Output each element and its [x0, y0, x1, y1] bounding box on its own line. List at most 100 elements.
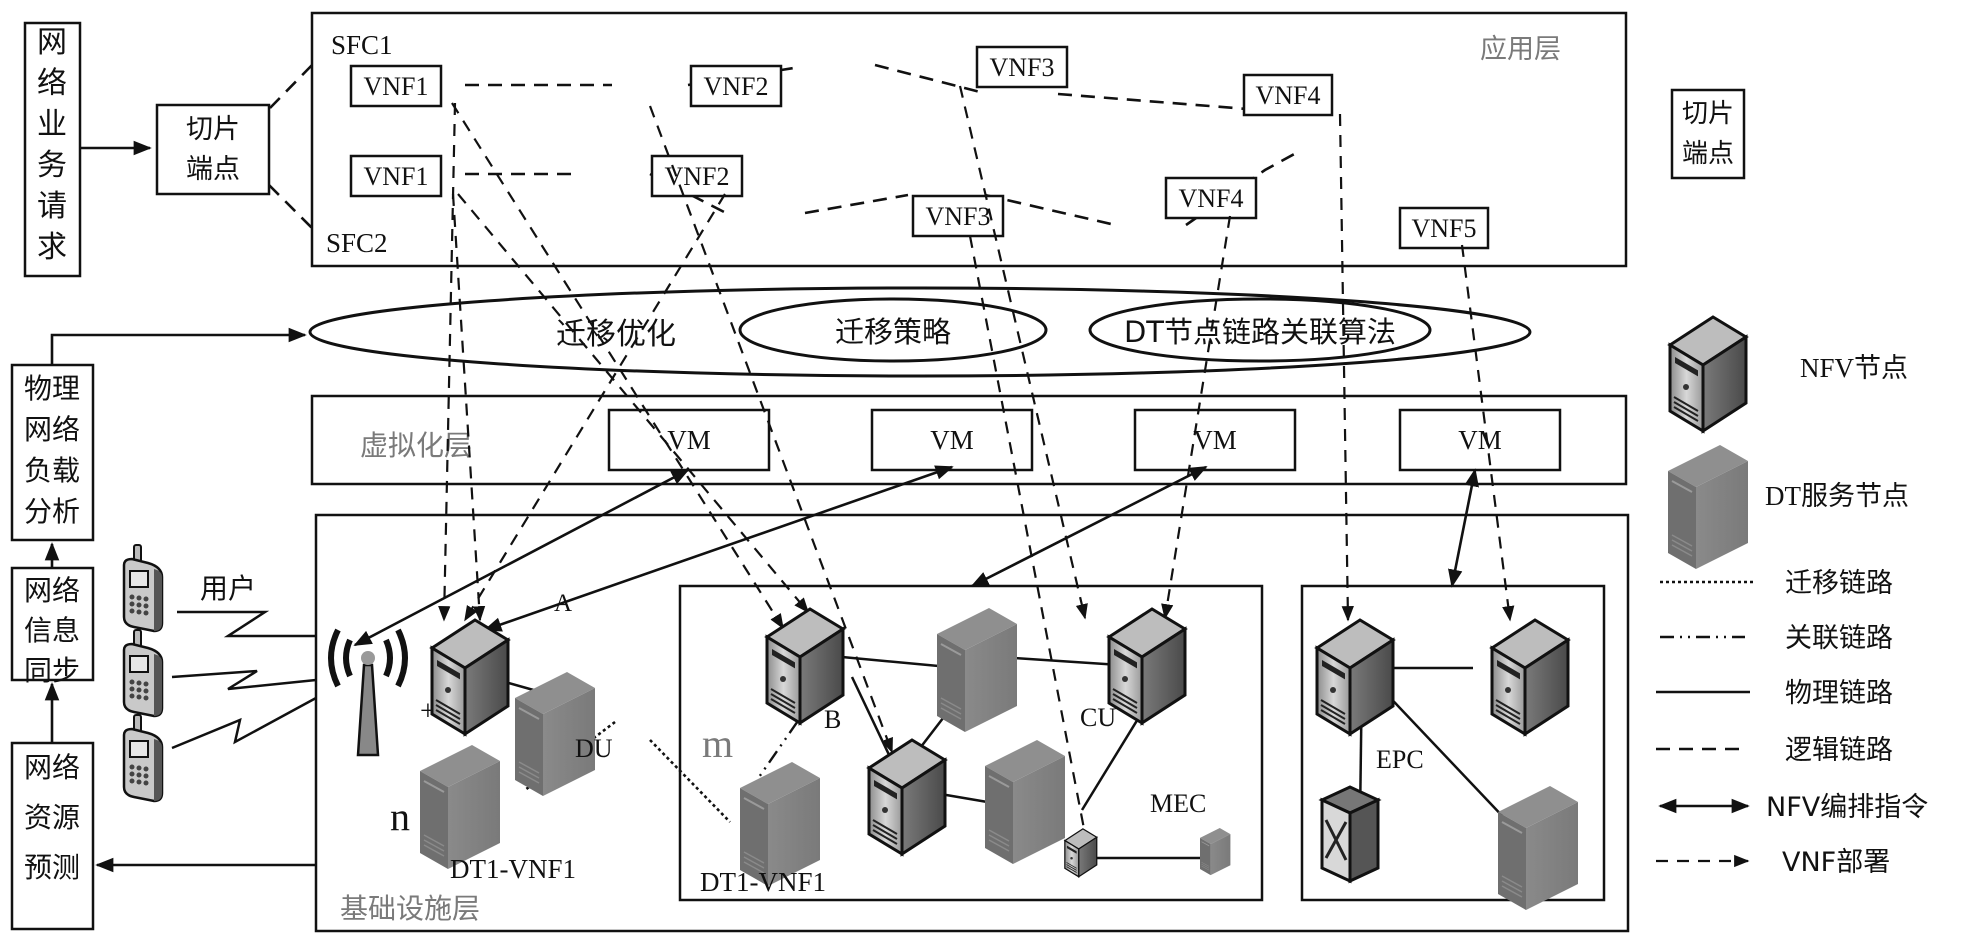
sfc2-vnf-label: VNF5	[1411, 214, 1476, 243]
label-dt-left: DT1-VNF1	[450, 854, 576, 884]
legend-label: 迁移链路	[1785, 568, 1893, 599]
slice-endpoint-right-line1: 切片	[1682, 99, 1734, 129]
sfc1-vnf3[interactable]: VNF3	[975, 45, 1069, 89]
virtualization-layer-label: 虚拟化层	[360, 429, 472, 462]
vm-1[interactable]: VM	[607, 408, 771, 472]
vm-label: VM	[1458, 425, 1502, 455]
sfc1-vnf-label: VNF3	[989, 53, 1054, 82]
label-dt-mid: DT1-VNF1	[700, 867, 826, 897]
migration-optimization-label: 迁移优化	[556, 317, 676, 352]
virtualization-layer: 虚拟化层	[310, 394, 1628, 486]
legend-label: 物理链路	[1785, 678, 1893, 709]
load-analysis-text: 物理网络负载分析	[24, 372, 80, 528]
sfc2-vnf4[interactable]: VNF4	[1164, 176, 1258, 220]
vm-row: VM VM VM VM	[607, 408, 1562, 472]
vm-2[interactable]: VM	[870, 408, 1034, 472]
node-labels: A B DU CU MEC EPC n m DT1-VNF1 DT1-VNF1	[390, 590, 1424, 897]
vm-4[interactable]: VM	[1398, 408, 1562, 472]
legend-item-association: 关联链路	[1660, 623, 1893, 654]
legend-label: 关联链路	[1785, 623, 1893, 654]
label-n: n	[390, 794, 410, 839]
slice-endpoint-right-line2: 端点	[1682, 139, 1734, 169]
legend-label: VNF部署	[1782, 847, 1890, 878]
sfc1-vnf-label: VNF2	[703, 72, 768, 101]
user-phone-1	[122, 543, 164, 633]
legend-label: NFV编排指令	[1766, 792, 1928, 823]
legend-dt-node-label: DT服务节点	[1765, 481, 1909, 511]
legend-label: 逻辑链路	[1785, 735, 1893, 766]
sfc2-vnf1[interactable]: VNF1	[349, 154, 443, 198]
legend-item-physical: 物理链路	[1656, 678, 1893, 709]
vm-label: VM	[667, 425, 711, 455]
sfc2-vnf2[interactable]: VNF2	[650, 154, 744, 198]
vnf-deploy-arrows	[438, 85, 1515, 862]
users-label: 用户	[200, 572, 256, 605]
info-sync-text: 网络信息同步	[24, 574, 80, 687]
sfc1-label: SFC1	[331, 30, 393, 60]
legend-dt-node-icon	[1667, 444, 1749, 570]
request-text: 网络业务请求	[37, 25, 67, 265]
sfc1-vnf-label: VNF4	[1255, 81, 1320, 110]
sfc1-vnf-label: VNF1	[363, 72, 428, 101]
base-station-icon	[328, 628, 408, 757]
label-B: B	[824, 705, 841, 734]
label-DU: DU	[575, 734, 613, 763]
nfv-orchestration-arrows	[353, 465, 1479, 647]
nfv-node-CU[interactable]	[1107, 607, 1187, 725]
deploy-vnf3-to-cu	[958, 85, 1088, 620]
migration-optimization-ellipse	[308, 286, 1532, 378]
algorithm-band: 迁移优化 迁移策略 DT节点链路关联算法	[308, 286, 1532, 378]
dt-node-epc[interactable]	[1497, 785, 1579, 911]
legend-item-migration: 迁移链路	[1660, 568, 1893, 599]
sfc2-vnf-label: VNF4	[1178, 184, 1243, 213]
vm-label: VM	[930, 425, 974, 455]
dt-association-algorithm-label: DT节点链路关联算法	[1124, 315, 1396, 349]
nfv-node-epc-2[interactable]	[1490, 618, 1570, 736]
slice-endpoint-left-line2: 端点	[186, 154, 240, 185]
sfc2-vnf-label: VNF1	[363, 162, 428, 191]
dt-node-mec-3[interactable]	[984, 739, 1066, 865]
dt-node-mec-1[interactable]	[936, 607, 1018, 733]
nfv-node-epc-1[interactable]	[1315, 618, 1395, 736]
slice-endpoint-left-line1: 切片	[186, 114, 240, 145]
load-to-algorithm-arrow	[50, 327, 307, 365]
sfc1-vnf1[interactable]: VNF1	[349, 64, 443, 108]
sfc2-vnf5[interactable]: VNF5	[1398, 206, 1490, 250]
slice-endpoint-right: 切片 端点	[1670, 88, 1746, 180]
resource-predict-text: 网络资源预测	[24, 751, 80, 884]
dt-node-mec-small[interactable]	[1199, 827, 1231, 876]
user-phone-3	[122, 713, 164, 803]
dt-node-n[interactable]	[419, 744, 501, 870]
legend-item-logical: 逻辑链路	[1656, 735, 1893, 766]
label-EPC: EPC	[1376, 745, 1424, 774]
sfc1-vnf4[interactable]: VNF4	[1242, 73, 1334, 117]
infrastructure-layer-label: 基础设施层	[340, 892, 480, 925]
migration-strategy-ellipse[interactable]	[738, 297, 1048, 363]
sfc1-vnf2[interactable]: VNF2	[689, 64, 783, 108]
dt-association-algorithm-ellipse[interactable]	[1088, 297, 1432, 363]
label-MEC: MEC	[1150, 789, 1206, 818]
slice-endpoint-left: 切片 端点	[155, 103, 271, 196]
sfc2-vnf3[interactable]: VNF3	[911, 194, 1005, 238]
user-phone-2	[122, 628, 164, 718]
migration-strategy-label: 迁移策略	[835, 315, 951, 349]
load-analysis-box: 物理网络负载分析	[10, 363, 95, 542]
label-A: A	[554, 590, 572, 617]
vm-3[interactable]: VM	[1133, 408, 1297, 472]
switch-icon[interactable]	[1318, 785, 1382, 884]
sfc2-vnf-label: VNF3	[925, 202, 990, 231]
nfv-node-mec-2[interactable]	[867, 738, 947, 856]
network-service-request-box: 网络业务请求	[23, 21, 82, 278]
legend-item-vnf-deploy: VNF部署	[1656, 847, 1890, 878]
application-layer-label: 应用层	[1480, 34, 1561, 65]
nfv-node-A[interactable]	[430, 618, 510, 736]
legend-item-nfv-orchestration: NFV编排指令	[1658, 792, 1928, 823]
label-CU: CU	[1080, 703, 1116, 732]
application-layer: 应用层 SFC1 SFC2	[310, 11, 1628, 268]
nfv-node-mec-small[interactable]	[1064, 828, 1098, 878]
legend-nfv-node-label: NFV节点	[1800, 353, 1908, 383]
